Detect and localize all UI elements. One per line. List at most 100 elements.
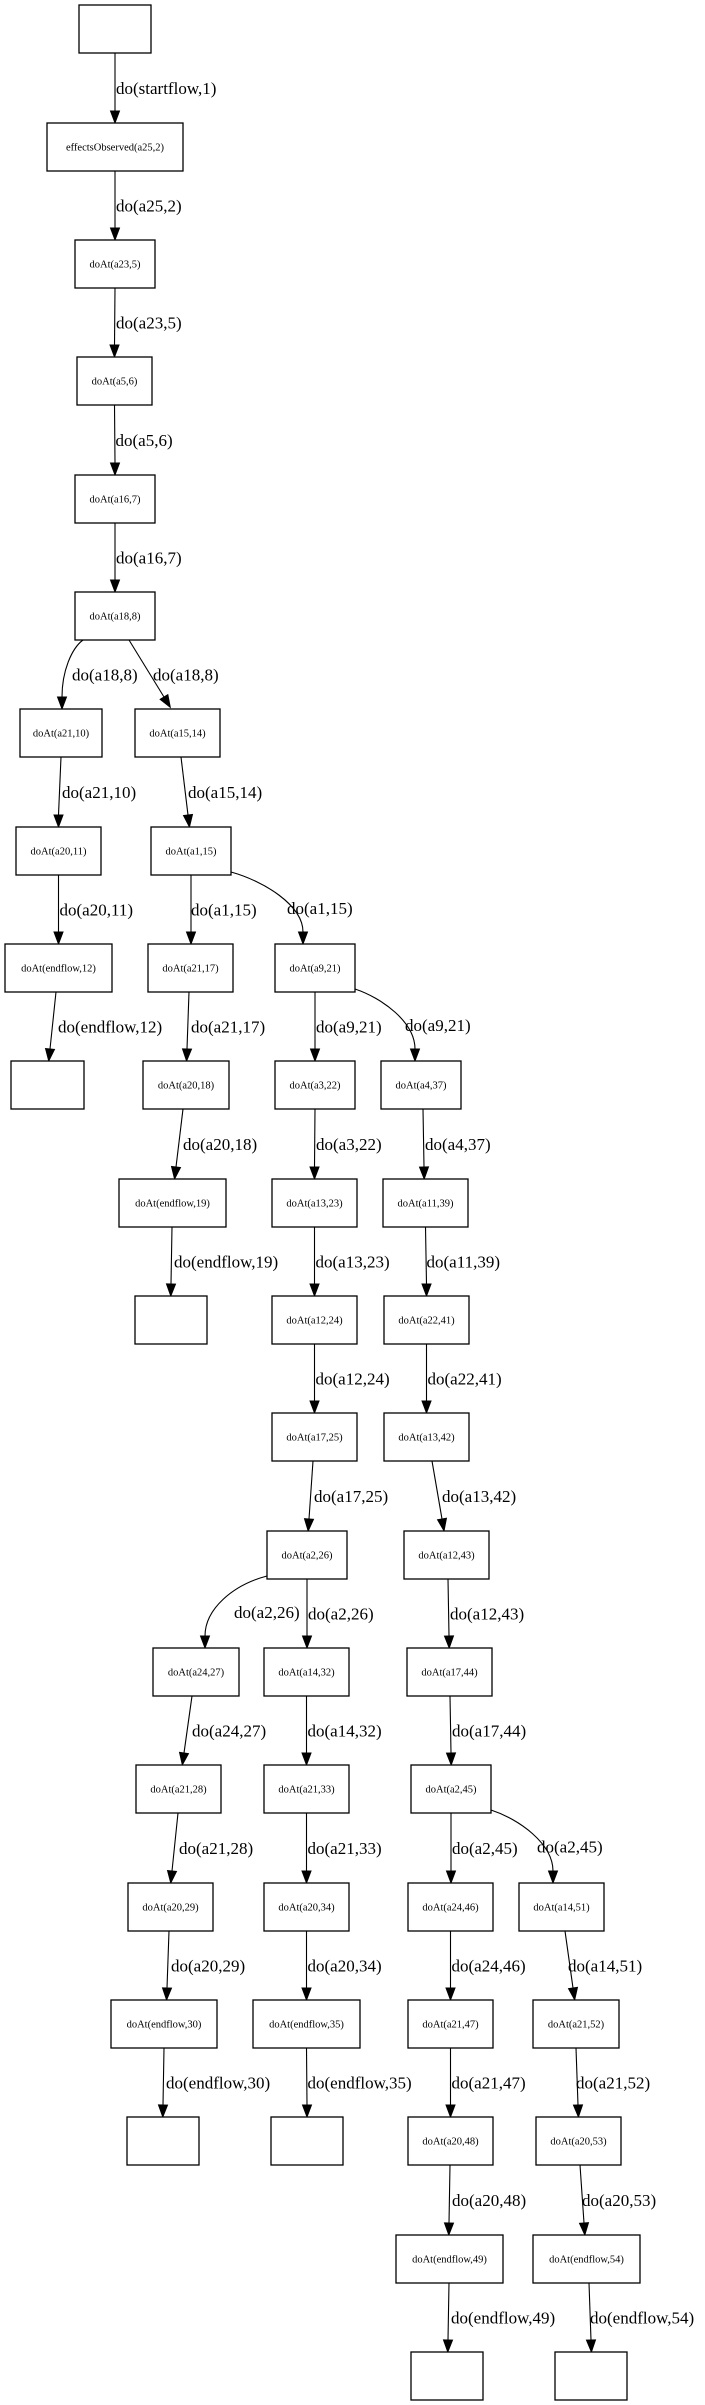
node-box: [274, 943, 356, 993]
node-box: [19, 708, 103, 758]
edge-label: do(a21,47): [452, 2074, 526, 2093]
edge-line: [175, 1108, 184, 1168]
edge-label: do(a23,5): [116, 314, 182, 333]
node-label: doAt(a20,11): [31, 847, 87, 858]
arrowhead-icon: [418, 1166, 430, 1181]
transition-edge: do(a1,15): [230, 871, 353, 946]
arrowhead-icon: [585, 2339, 597, 2354]
transition-edge: do(a15,14): [180, 756, 262, 829]
edge-label: do(a22,41): [428, 1370, 502, 1389]
node-label: doAt(a20,53): [550, 2137, 607, 2148]
state-node: doAt(a22,41): [383, 1295, 470, 1345]
edge-label: do(a9,21): [316, 1018, 382, 1037]
transition-edge: do(a12,43): [443, 1578, 524, 1650]
node-box: [74, 239, 156, 289]
state-node: doAt(a24,27): [152, 1647, 240, 1697]
node-box: [532, 1999, 620, 2049]
transition-edge: do(a21,52): [572, 2047, 650, 2119]
state-node: doAt(a20,53): [535, 2116, 622, 2166]
arrowhead-icon: [157, 2104, 169, 2119]
edge-line: [313, 1108, 316, 1168]
state-node: doAt(a11,39): [382, 1178, 469, 1228]
node-box: [263, 1647, 350, 1697]
arrowhead-icon: [185, 931, 197, 946]
state-node: doAt(a20,34): [263, 1882, 350, 1932]
empty-state-node: [126, 2116, 200, 2166]
state-node: doAt(endflow,30): [110, 1999, 218, 2049]
state-node: doAt(a3,22): [274, 1060, 356, 1110]
transition-edge: do(a20,53): [578, 2164, 656, 2237]
state-node: doAt(a12,24): [271, 1295, 358, 1345]
node-box: [407, 2116, 494, 2166]
edge-label: do(a5,6): [116, 431, 173, 450]
transition-edge: do(a12,24): [309, 1344, 390, 1415]
node-label: doAt(a17,25): [286, 1433, 343, 1444]
node-box: [74, 474, 156, 524]
transition-edge: do(a23,5): [109, 287, 182, 359]
arrowhead-icon: [181, 1048, 193, 1063]
node-label: doAt(a21,47): [422, 2020, 479, 2031]
transition-edge: do(endflow,12): [44, 991, 162, 1063]
transition-edge: do(a20,18): [170, 1108, 257, 1181]
node-box: [271, 1295, 358, 1345]
edge-label: do(a21,33): [308, 1839, 382, 1858]
edge-label: do(a20,11): [60, 901, 134, 920]
node-box: [383, 1412, 470, 1462]
arrowhead-icon: [109, 579, 121, 594]
node-label: doAt(a3,22): [289, 1081, 341, 1092]
edge-line: [61, 639, 84, 698]
node-box: [382, 1178, 469, 1228]
arrowhead-icon: [445, 2104, 456, 2119]
node-box: [395, 2234, 504, 2284]
state-node: effectsObserved(a25,2): [46, 122, 184, 172]
arrowhead-icon: [572, 2104, 584, 2119]
arrowhead-icon: [409, 1048, 421, 1063]
transition-edge: do(a25,2): [109, 171, 182, 242]
edge-label: do(a21,10): [62, 783, 136, 802]
edge-line: [57, 756, 62, 816]
node-box: [532, 2234, 641, 2284]
transition-edge: do(a4,37): [418, 1108, 491, 1181]
transition-edge: do(a16,7): [109, 523, 182, 594]
node-box: [142, 1060, 230, 1110]
transition-edge: do(a20,29): [161, 1930, 245, 2002]
transition-edge: do(a21,33): [301, 1813, 382, 1885]
node-box: [10, 1060, 85, 1110]
node-box: [110, 1999, 218, 2049]
edge-label: do(a12,24): [316, 1370, 390, 1389]
edge-label: do(a20,53): [582, 2191, 656, 2210]
arrowhead-icon: [567, 1986, 579, 2002]
transition-edge: do(endflow,35): [301, 2047, 412, 2119]
edge-label: do(a14,51): [568, 1957, 642, 1976]
edge-label: do(a24,46): [452, 1957, 526, 1976]
edge-label: do(a14,32): [308, 1722, 382, 1741]
arrowhead-icon: [297, 931, 309, 946]
transition-edge: do(a20,48): [443, 2164, 526, 2237]
transition-edge: do(a1,15): [185, 875, 257, 946]
state-node: doAt(endflow,35): [252, 1999, 361, 2049]
edge-label: do(a2,45): [537, 1838, 603, 1857]
edge-label: do(a4,37): [425, 1135, 491, 1154]
arrowhead-icon: [421, 1283, 432, 1298]
arrowhead-icon: [178, 1751, 190, 1767]
transition-edge: do(a17,25): [303, 1460, 388, 1533]
edge-label: do(endflow,30): [166, 2074, 270, 2093]
node-box: [383, 1295, 470, 1345]
transition-edge: do(a9,21): [354, 988, 471, 1063]
edge-line: [588, 2282, 592, 2341]
node-label: doAt(a20,34): [278, 1903, 335, 1914]
edge-line: [204, 1575, 268, 1637]
arrowhead-icon: [445, 1870, 457, 1885]
state-node: doAt(a23,5): [74, 239, 156, 289]
arrowhead-icon: [56, 696, 68, 711]
node-box: [410, 1764, 492, 1814]
edge-line: [113, 404, 116, 464]
empty-state-node: [134, 1295, 208, 1345]
arrowhead-icon: [53, 931, 64, 946]
edge-line: [564, 1930, 574, 1989]
transition-edge: do(a13,42): [431, 1460, 516, 1533]
edge-label: do(a25,2): [116, 197, 182, 216]
node-box: [266, 1530, 348, 1580]
edge-line: [575, 2047, 579, 2106]
transition-edge: do(a14,51): [564, 1930, 642, 2002]
